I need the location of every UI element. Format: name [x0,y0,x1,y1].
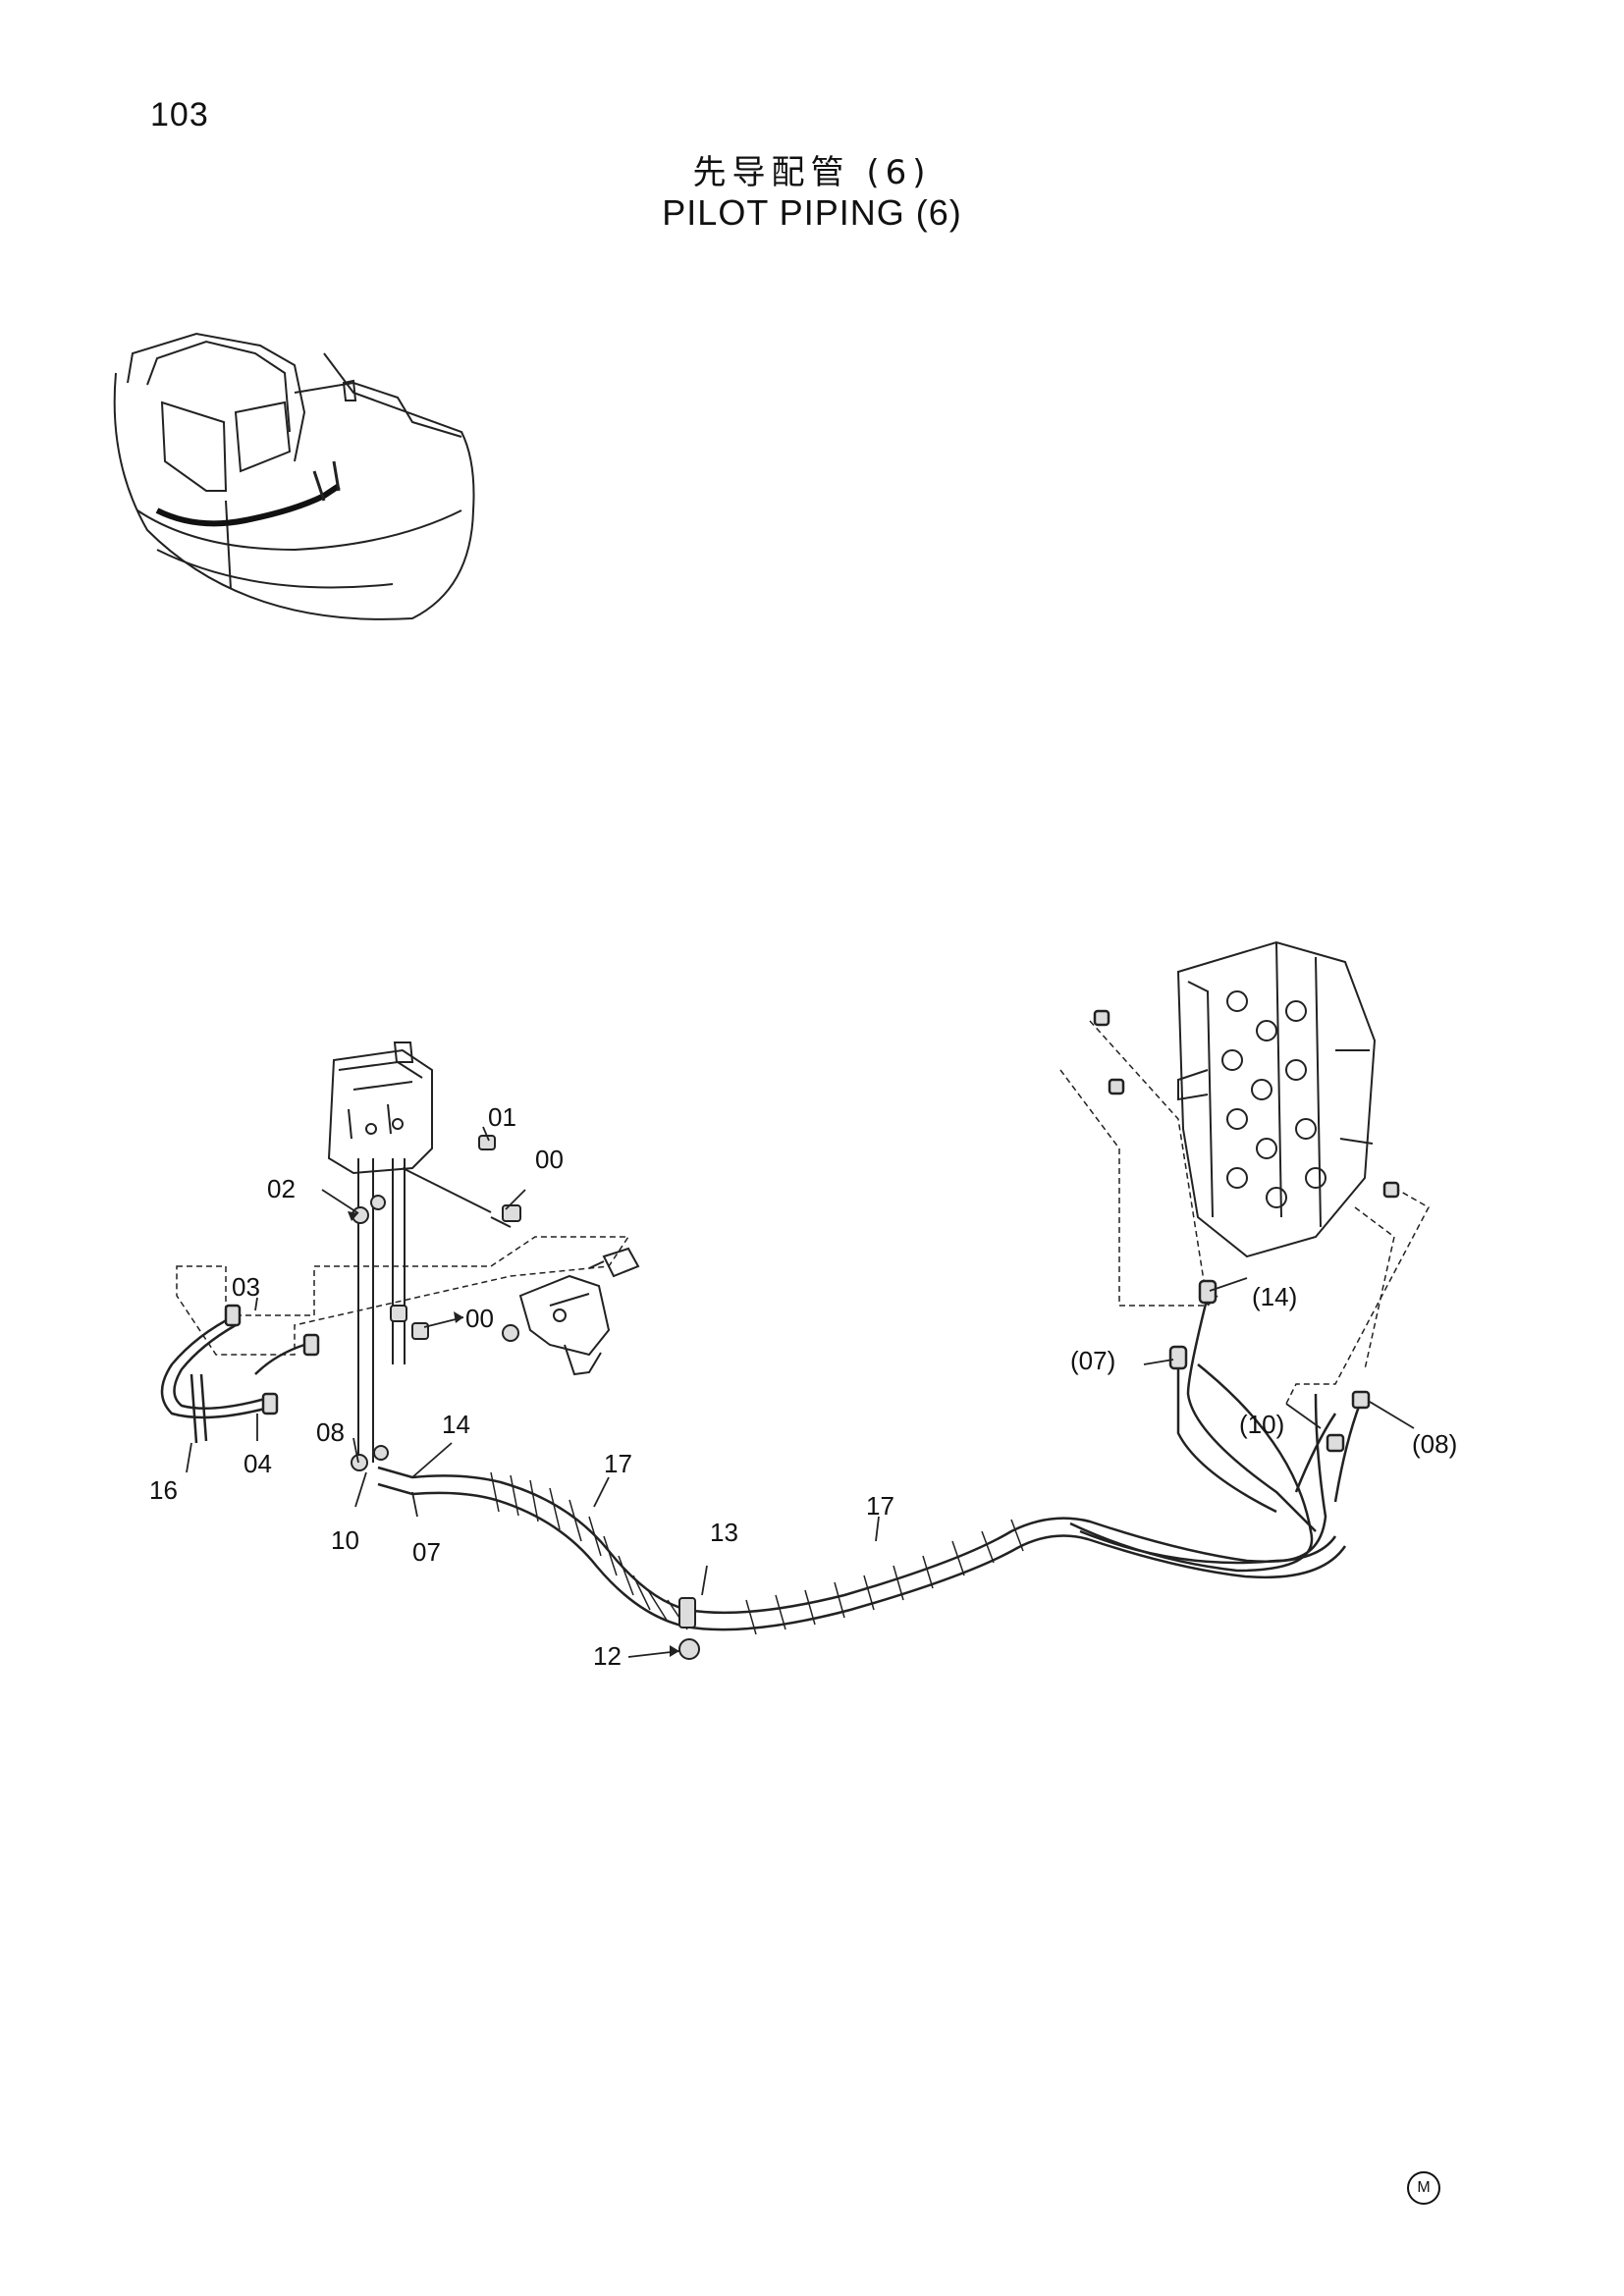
callout-03: 03 [232,1272,260,1302]
callout-13: 13 [710,1518,738,1547]
callout-07-ref: (07) [1070,1346,1115,1375]
right-hoses [1093,1009,1400,1532]
callout-01: 01 [488,1102,516,1132]
corner-mark: M [1407,2171,1440,2205]
hose-spiral-wrap [490,1471,1024,1635]
bracket-component [518,1274,611,1376]
callout-10-ref: (10) [1239,1410,1284,1439]
excavator-overview-illustration [113,332,475,620]
page-number: 103 [150,96,209,133]
pressure-switch [588,1247,640,1278]
valve-reference-lines [1059,1020,1431,1405]
callout-10: 10 [331,1525,359,1555]
callout-00-lower: 00 [465,1304,494,1333]
page-title-chinese: 先导配管 (6) [692,153,932,192]
page-title-english: PILOT PIPING (6) [662,192,962,233]
main-hose-bundle [377,1363,1347,1631]
hose-clamp [678,1597,700,1660]
control-valve [1176,940,1377,1258]
callout-12: 12 [593,1641,622,1671]
callout-04: 04 [244,1449,272,1478]
callout-14: 14 [442,1410,470,1439]
callout-17-right: 17 [866,1491,894,1521]
callout-08-ref: (08) [1412,1429,1457,1459]
callout-14-ref: (14) [1252,1282,1297,1311]
callout-17-left: 17 [604,1449,632,1478]
callout-00-upper: 00 [535,1145,564,1174]
pilot-valve-block [327,1041,433,1175]
fittings [351,1135,521,1471]
valve-lines [176,1158,630,1463]
callout-02: 02 [267,1174,296,1203]
leader-arrowheads [348,1211,679,1657]
callout-16: 16 [149,1475,178,1505]
callout-07: 07 [412,1537,441,1567]
left-hoses [160,1304,320,1444]
callout-08: 08 [316,1417,345,1447]
leader-lines [186,1126,1415,1658]
